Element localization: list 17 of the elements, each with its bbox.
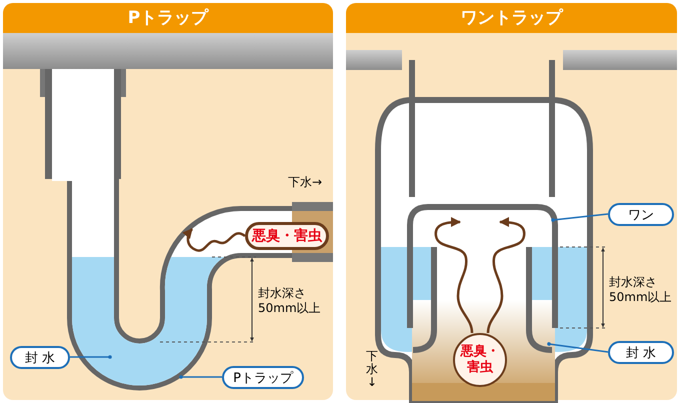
squiggly-arrow: [434, 217, 474, 334]
odor-label: 悪臭・害虫: [245, 222, 329, 250]
leader-line: [547, 342, 608, 353]
leader-line: [179, 375, 222, 379]
callout-label: 封 水: [608, 341, 674, 364]
panel-heading: ワントラップ: [346, 3, 677, 33]
dimension-label: 封水深さ 50mm以上: [258, 286, 322, 316]
callout-label: 封 水: [10, 346, 70, 369]
outlet-label: 下水↓: [365, 350, 379, 389]
callout-label: ワン: [608, 203, 674, 226]
leader-line: [70, 355, 112, 359]
panel-heading: Pトラップ: [3, 3, 333, 33]
squiggly-arrow: [182, 228, 246, 252]
callout-label: Pトラップ: [222, 366, 304, 389]
outlet-label: 下水→: [288, 175, 324, 190]
dimension-label: 封水深さ 50mm以上: [609, 275, 673, 305]
squiggly-arrow: [486, 217, 526, 334]
